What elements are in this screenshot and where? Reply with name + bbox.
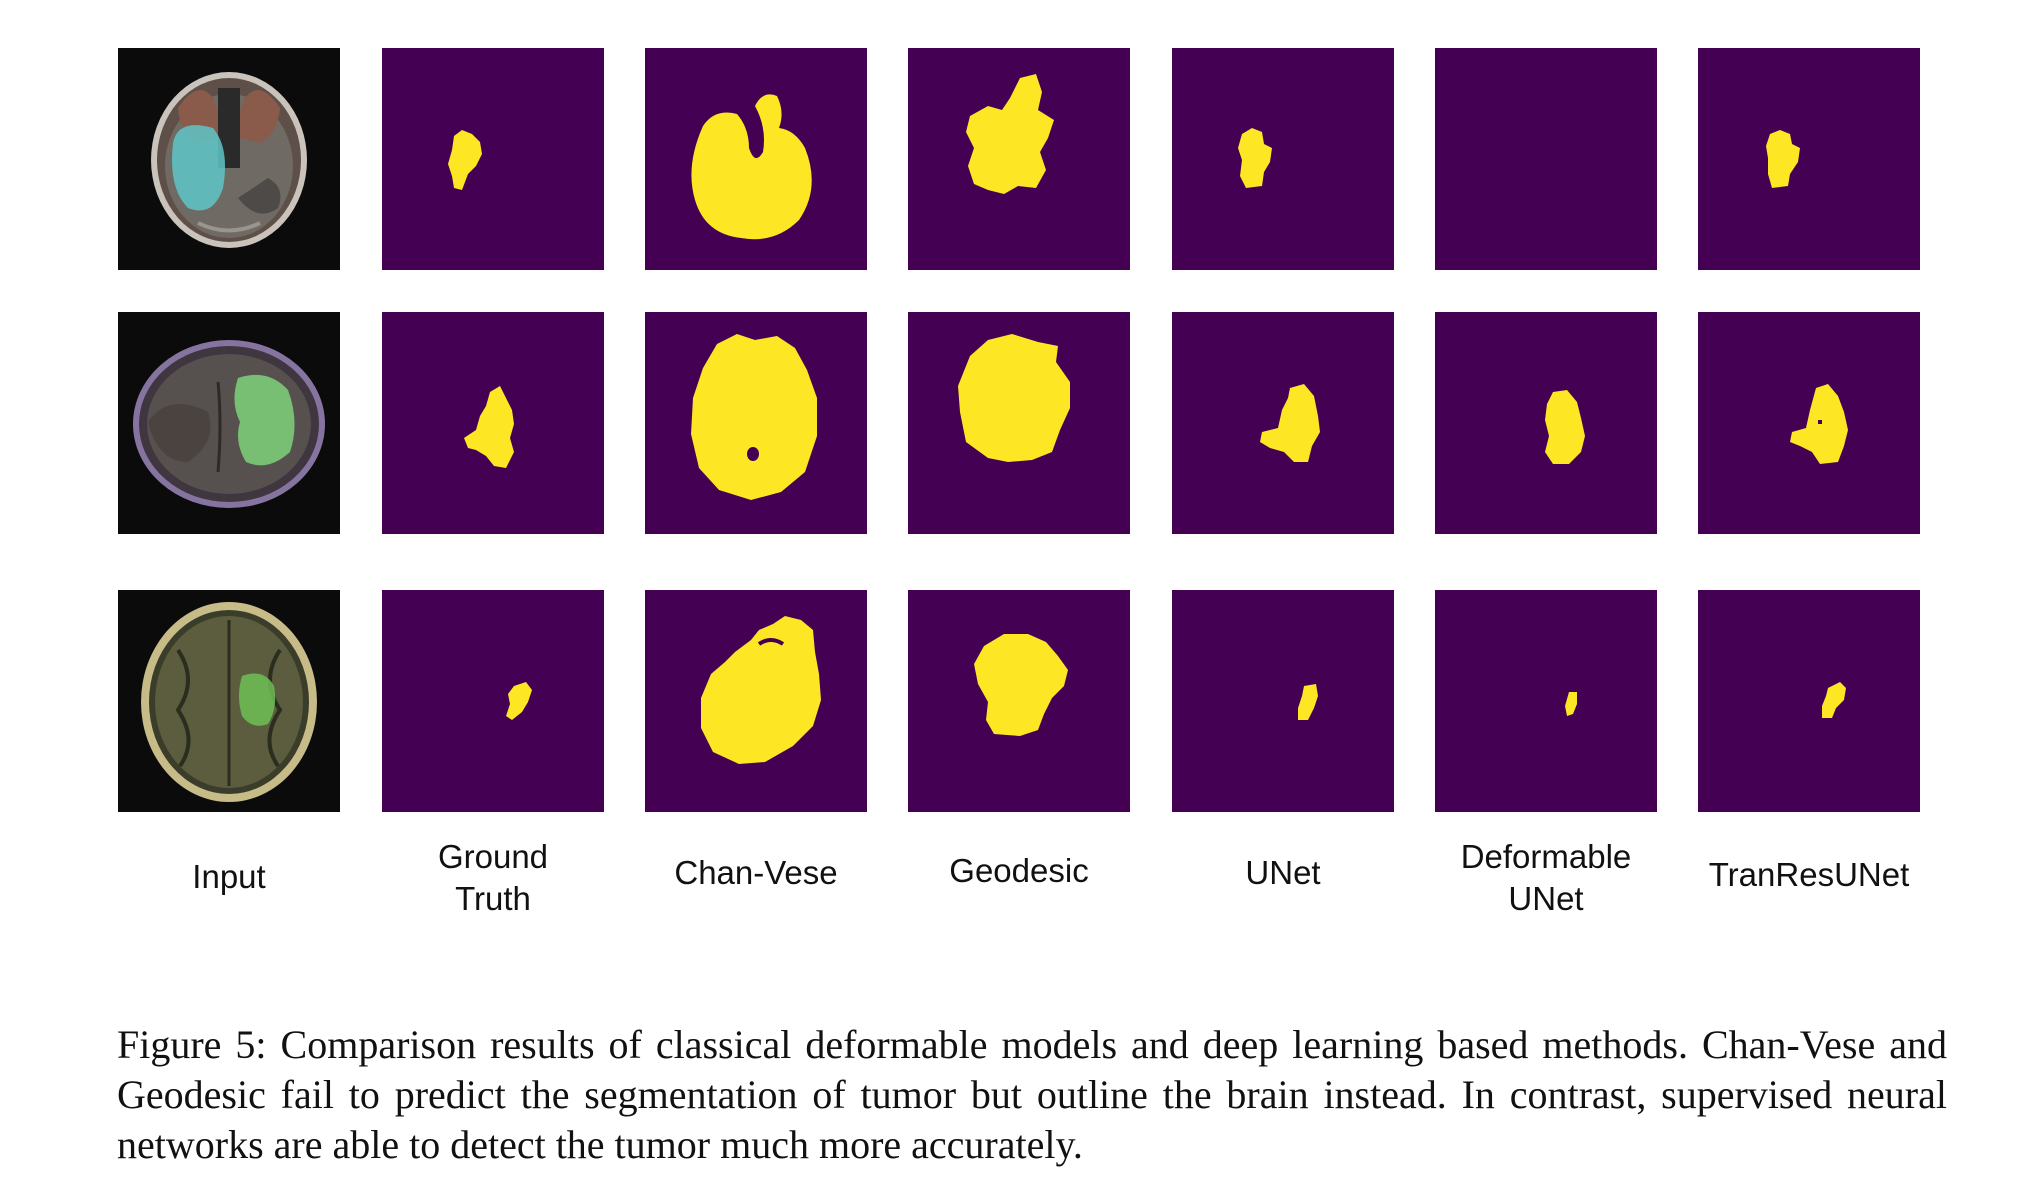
column-label-line: Truth [455, 880, 531, 917]
column-label-line: UNet [1245, 854, 1321, 891]
input-mri-row-2 [118, 312, 340, 534]
unet-mask-row-1 [1172, 48, 1394, 270]
deformable-unet-mask-row-2 [1435, 312, 1657, 534]
unet-mask-row-3 [1172, 590, 1394, 812]
ground-truth-mask-row-3 [382, 590, 604, 812]
tranresunet-mask-row-2 [1698, 312, 1920, 534]
input-mri-row-3 [118, 590, 340, 812]
column-label-ground-truth: Ground Truth [373, 836, 613, 920]
column-label-deformable-unet: Deformable UNet [1426, 836, 1666, 920]
column-label-line: Chan-Vese [674, 854, 838, 891]
chan-vese-mask-row-3 [645, 590, 867, 812]
column-label-geodesic: Geodesic [899, 850, 1139, 892]
chan-vese-mask-row-1 [645, 48, 867, 270]
column-label-unet: UNet [1163, 852, 1403, 894]
column-label-line: TranResUNet [1708, 856, 1910, 893]
geodesic-mask-row-2 [908, 312, 1130, 534]
unet-mask-row-2 [1172, 312, 1394, 534]
figure-5: Input Ground Truth Chan-Vese Geodesic UN… [109, 48, 1929, 920]
column-label-chan-vese: Chan-Vese [636, 852, 876, 894]
column-label-input: Input [109, 856, 349, 898]
input-mri-row-1 [118, 48, 340, 270]
column-label-line: UNet [1508, 880, 1584, 917]
deformable-unet-mask-row-1 [1435, 48, 1657, 270]
ground-truth-mask-row-1 [382, 48, 604, 270]
tranresunet-mask-row-1 [1698, 48, 1920, 270]
column-label-line: Input [192, 858, 266, 895]
deformable-unet-mask-row-3 [1435, 590, 1657, 812]
column-label-tranresunet: TranResUNet [1689, 854, 1929, 896]
tranresunet-mask-row-3 [1698, 590, 1920, 812]
column-label-line: Geodesic [949, 852, 1089, 889]
figure-caption: Figure 5: Comparison results of classica… [117, 1022, 1947, 1167]
chan-vese-mask-row-2 [645, 312, 867, 534]
ground-truth-mask-row-2 [382, 312, 604, 534]
column-label-line: Deformable [1460, 838, 1632, 875]
geodesic-mask-row-3 [908, 590, 1130, 812]
column-label-line: Ground [437, 838, 549, 875]
geodesic-mask-row-1 [908, 48, 1130, 270]
